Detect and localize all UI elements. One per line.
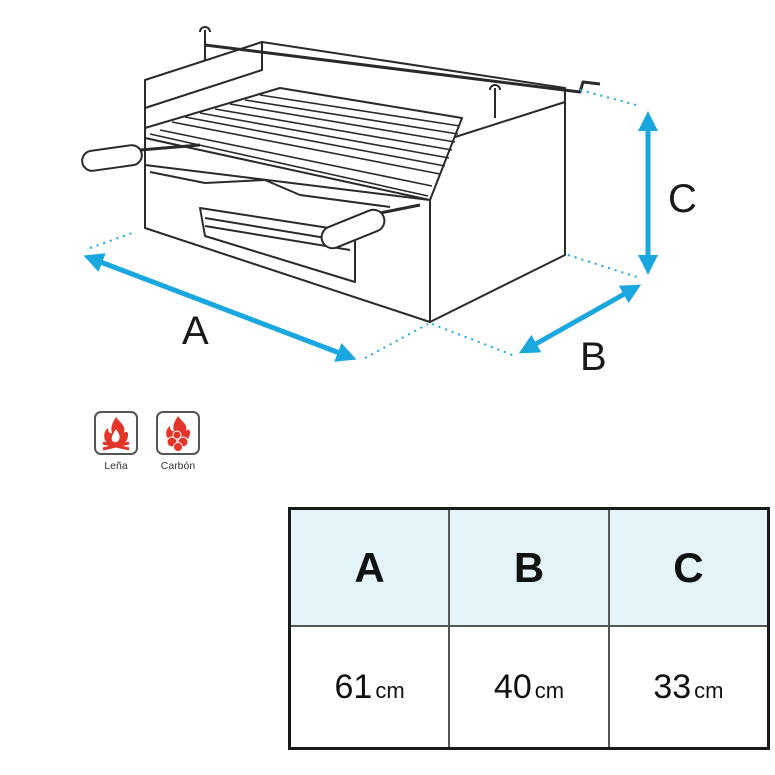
header-c: C — [607, 507, 770, 627]
table-header-row: A B C — [288, 507, 770, 627]
dimension-arrows — [83, 110, 658, 362]
header-b: B — [448, 507, 610, 627]
ash-drawer-opening — [204, 179, 391, 208]
grill-frame — [144, 87, 463, 201]
unit-a: cm — [375, 677, 405, 703]
fuel-charcoal-label: Carbón — [160, 460, 196, 472]
top-rod — [204, 43, 601, 94]
dimension-c-label: C — [668, 177, 697, 221]
dimension-b-label: B — [580, 335, 607, 379]
dimension-a-arrow — [83, 253, 357, 362]
charcoal-fire-icon — [156, 411, 200, 455]
value-b: 40 — [493, 667, 532, 706]
dimension-a-label: A — [182, 309, 209, 353]
header-a: A — [288, 507, 451, 627]
unit-b: cm — [534, 677, 565, 703]
fuel-wood-label: Leña — [104, 460, 128, 472]
fuel-wood: Leña — [86, 411, 146, 472]
extension-lines — [89, 89, 641, 359]
fuel-charcoal: Carbón — [148, 411, 208, 472]
barbecue-diagram: A B C — [81, 26, 697, 379]
value-a: 61 — [334, 667, 373, 706]
value-c: 33 — [653, 667, 692, 706]
barbecue-illustration — [81, 26, 601, 323]
dimension-b-arrow — [518, 284, 642, 354]
unit-c: cm — [694, 677, 724, 703]
left-handle — [81, 143, 201, 172]
right-handle — [320, 203, 421, 250]
wood-fire-icon — [94, 411, 138, 455]
